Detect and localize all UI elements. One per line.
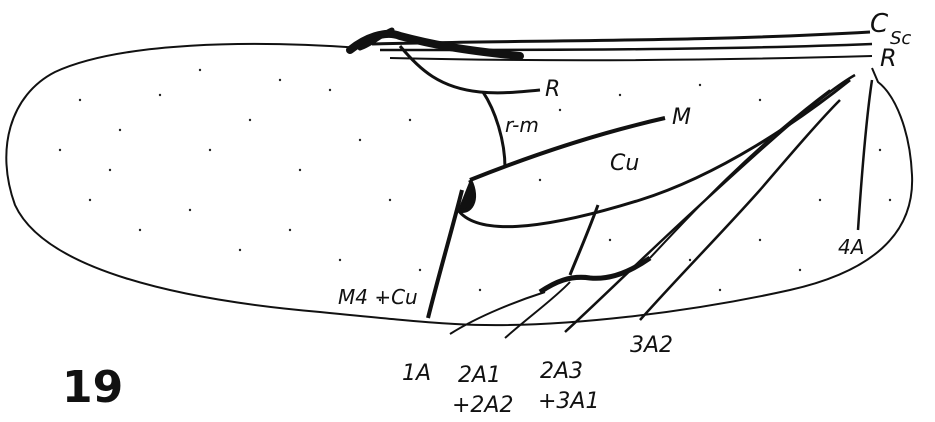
vein-2a1 xyxy=(450,292,545,334)
vein-4a xyxy=(858,80,872,230)
figure-number: 19 xyxy=(62,362,123,413)
label-rm: r-m xyxy=(505,113,539,137)
label-3a-top: 2A3 xyxy=(540,359,583,384)
label-4a: 4A xyxy=(838,235,864,259)
label-r: R xyxy=(545,77,560,102)
label-r-tip: R xyxy=(880,44,897,72)
wing-stippling xyxy=(59,69,891,301)
label-1a: 1A xyxy=(402,361,431,386)
label-cu: Cu xyxy=(610,151,639,176)
label-2a-bottom: +2A2 xyxy=(452,393,513,418)
radius-vein xyxy=(390,56,872,60)
rm-crossvein xyxy=(483,92,505,168)
label-c: C xyxy=(870,9,889,39)
label-m: M xyxy=(672,105,691,130)
anal-junction xyxy=(540,258,650,292)
wing-outline xyxy=(6,44,912,325)
costa-vein xyxy=(372,32,870,44)
vein-3a1 xyxy=(565,75,855,332)
vein-2a3 xyxy=(505,282,570,338)
label-2a-top: 2A1 xyxy=(458,363,501,388)
m4cu-vein xyxy=(428,190,462,318)
vein-3a2 xyxy=(640,100,840,320)
label-3a-bottom: +3A1 xyxy=(538,389,599,414)
label-m4cu: M4 +Cu xyxy=(338,285,418,309)
label-3a2: 3A2 xyxy=(630,333,673,358)
